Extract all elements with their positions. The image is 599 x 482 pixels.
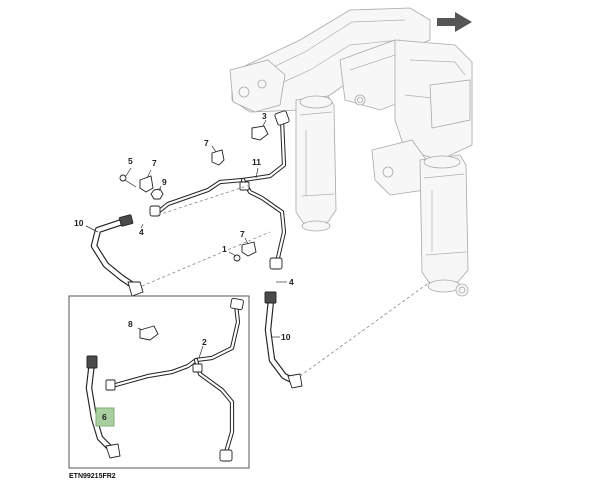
inset-frame (68, 295, 250, 469)
callout-6: 6 (102, 412, 107, 422)
callout-10-right: 10 (281, 332, 291, 342)
callout-11: 11 (252, 157, 261, 167)
callout-labels: 3 7 5 7 9 11 10 4 1 7 4 10 8 2 6 (74, 111, 294, 422)
callout-4-right: 4 (289, 277, 294, 287)
callout-2: 2 (202, 337, 207, 347)
callout-3: 3 (262, 111, 267, 121)
clip-parts-7 (139, 149, 257, 257)
callout-7-upper: 7 (204, 138, 209, 148)
nut-part-9 (150, 188, 164, 200)
bracket-part-3 (251, 125, 269, 141)
callout-4-left: 4 (139, 227, 144, 237)
callout-6-highlight (95, 407, 115, 427)
lower-tube-assembly-2 (105, 297, 244, 462)
drawing-code: ETN99215FR2 (69, 473, 116, 480)
callout-8: 8 (128, 319, 133, 329)
hose-6 (85, 355, 121, 459)
callout-10-left: 10 (74, 218, 84, 228)
forward-arrow-icon (437, 12, 472, 32)
ghosted-frame-assembly (229, 7, 473, 297)
callout-9: 9 (162, 177, 167, 187)
upper-tube-assembly-11 (149, 110, 290, 270)
callout-1: 1 (222, 244, 227, 254)
bolt-parts (119, 174, 241, 262)
hose-10-right (264, 291, 303, 389)
callout-7-lower: 7 (240, 229, 245, 239)
nut-part-8 (139, 325, 159, 341)
dashed-leaders (141, 184, 431, 377)
hose-10-left (90, 214, 144, 297)
callout-7-left: 7 (152, 158, 157, 168)
callout-5: 5 (128, 156, 133, 166)
